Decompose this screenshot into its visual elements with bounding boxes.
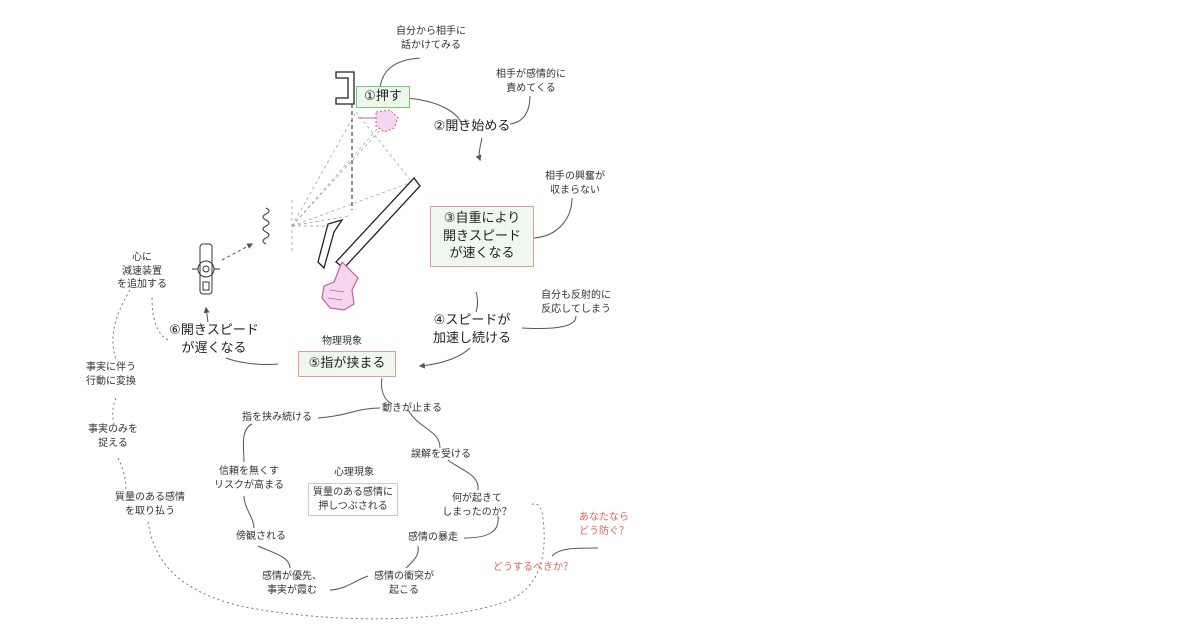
tree-trust: 信頼を無くす リスクが高まる bbox=[214, 466, 284, 491]
label-physical: 物理現象 bbox=[322, 336, 362, 347]
note-excitement: 相手の興奮が 収まらない bbox=[545, 171, 605, 196]
note-remove-emotion: 質量のある感情 を取り払う bbox=[115, 492, 185, 517]
tree-watched: 傍観される bbox=[236, 531, 286, 542]
tree-emotion-clash: 感情の衝突が 起こる bbox=[374, 571, 434, 596]
door-frame-bottom bbox=[317, 218, 344, 270]
node-finger-pinched: ⑤指が挟まる bbox=[298, 351, 396, 377]
question-what-to-do: どうするべきか？ bbox=[493, 562, 573, 573]
dotted-connectors bbox=[112, 289, 545, 620]
note-facts-only: 事実のみを 捉える bbox=[88, 424, 138, 449]
pushing-hand-icon bbox=[358, 109, 399, 133]
note-convert-action: 事実に伴う 行動に変換 bbox=[86, 362, 136, 387]
door-closer-icon bbox=[192, 243, 220, 295]
node-slow-down: ⑥開きスピード が遅くなる bbox=[169, 323, 259, 356]
tree-emotion-priority: 感情が優先、 事実が霞む bbox=[262, 571, 322, 596]
spring-icon bbox=[262, 207, 270, 245]
psych-box: 質量のある感情に 押しつぶされる bbox=[308, 483, 398, 516]
hand-icon bbox=[321, 260, 359, 311]
swing-guides bbox=[291, 111, 413, 252]
note-reflex: 自分も反射的に 反応してしまう bbox=[541, 290, 611, 315]
tree-what-happened: 何が起きて しまったのか？ bbox=[442, 493, 512, 518]
node-push: ①押す bbox=[356, 86, 410, 108]
connectors bbox=[203, 57, 599, 591]
door-frame-top bbox=[335, 71, 355, 105]
node-accelerate-weight: ③自重により 開きスピード が速くなる bbox=[430, 206, 534, 267]
note-talk-first: 自分から相手に 話かけてみる bbox=[396, 26, 466, 51]
label-psych: 心理現象 bbox=[334, 467, 374, 478]
question-how-prevent: あなたなら どう防ぐ？ bbox=[579, 512, 629, 537]
tree-stop: 動きが止まる bbox=[382, 403, 442, 414]
node-keep-accelerating: ④スピードが 加速し続ける bbox=[432, 313, 511, 346]
tree-pinch: 指を挟み続ける bbox=[242, 412, 312, 423]
node-start-opening: ②開き始める bbox=[433, 119, 511, 134]
door-open-panel bbox=[335, 176, 421, 269]
note-brake: 心に 減速装置 を追加する bbox=[117, 252, 167, 290]
note-blamed: 相手が感情的に 責めてくる bbox=[496, 69, 566, 94]
tree-misunderstand: 誤解を受ける bbox=[411, 449, 471, 460]
tree-runaway: 感情の暴走 bbox=[408, 532, 458, 543]
